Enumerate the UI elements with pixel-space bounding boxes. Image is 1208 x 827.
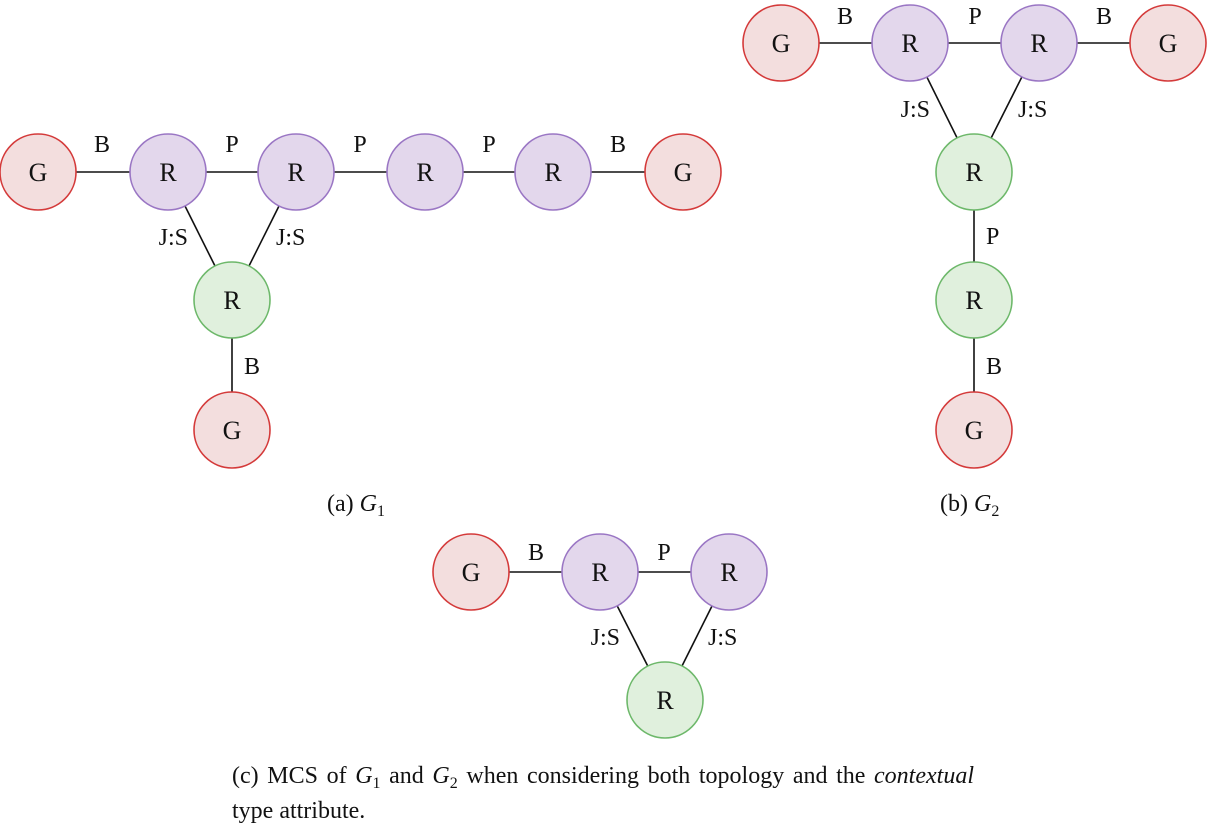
g2-node-g2n1: G bbox=[742, 4, 820, 82]
mcs-node-m4: R bbox=[626, 661, 704, 739]
g2-node-circle-g2n7 bbox=[935, 391, 1013, 469]
g2-edge-label-g2n5-g2n6: P bbox=[986, 224, 999, 250]
mcs-node-m2: R bbox=[561, 533, 639, 611]
caption-b: (b) G2 bbox=[940, 488, 999, 523]
g2-node-label-g2n4: G bbox=[1159, 29, 1178, 58]
g2-edge-label-g2n2-g2n3: P bbox=[968, 4, 981, 30]
mcs-node-circle-m3 bbox=[690, 533, 768, 611]
g1-node-g1n3: R bbox=[257, 133, 335, 211]
g1-node-label-g1n4: R bbox=[416, 158, 434, 187]
g1-node-circle-g1n8 bbox=[193, 391, 271, 469]
g1-node-circle-g1n4 bbox=[386, 133, 464, 211]
g1-node-g1n8: G bbox=[193, 391, 271, 469]
g1-node-g1n1: G bbox=[0, 133, 77, 211]
g2-node-label-g2n2: R bbox=[901, 29, 919, 58]
caption-b-sub: 2 bbox=[991, 503, 1000, 520]
caption-c-part3: when considering both topology and the bbox=[457, 763, 875, 789]
caption-c-sub2: 2 bbox=[449, 775, 458, 792]
caption-c-part1: (c) MCS of bbox=[232, 763, 356, 789]
g2-node-g2n2: R bbox=[871, 4, 949, 82]
g1-edge-label-g1n5-g1n6: B bbox=[610, 132, 626, 158]
caption-c-part2: and bbox=[380, 763, 433, 789]
g1-edge-label-g1n3-g1n7: J:S bbox=[276, 225, 305, 251]
g1-node-circle-g1n7 bbox=[193, 261, 271, 339]
g2-node-g2n6: R bbox=[935, 261, 1013, 339]
g1-node-circle-g1n5 bbox=[514, 133, 592, 211]
caption-b-var: G bbox=[973, 491, 992, 517]
g1-node-label-g1n5: R bbox=[544, 158, 562, 187]
caption-c-em: contextual bbox=[874, 763, 974, 789]
g2-edge-label-g2n1-g2n2: B bbox=[837, 4, 853, 30]
g1-edge-label-g1n2-g1n3: P bbox=[225, 132, 238, 158]
caption-c-sub1: 1 bbox=[372, 775, 381, 792]
caption-a-sub: 1 bbox=[376, 503, 385, 520]
g2-node-g2n3: R bbox=[1000, 4, 1078, 82]
g2-edge-label-g2n2-g2n5: J:S bbox=[901, 97, 930, 123]
g2-edge-label-g2n6-g2n7: B bbox=[986, 354, 1002, 380]
mcs-node-m1: G bbox=[432, 533, 510, 611]
g1-node-label-g1n7: R bbox=[223, 286, 241, 315]
g1-node-label-g1n1: G bbox=[29, 158, 48, 187]
g2-node-label-g2n6: R bbox=[965, 286, 983, 315]
mcs-node-circle-m2 bbox=[561, 533, 639, 611]
g2-node-g2n5: R bbox=[935, 133, 1013, 211]
g1-node-label-g1n6: G bbox=[674, 158, 693, 187]
g1-edge-label-g1n4-g1n5: P bbox=[482, 132, 495, 158]
g2-node-circle-g2n4 bbox=[1129, 4, 1207, 82]
mcs-node-circle-m4 bbox=[626, 661, 704, 739]
mcs-node-circle-m1 bbox=[432, 533, 510, 611]
caption-a-prefix: (a) bbox=[327, 491, 360, 517]
g2-node-circle-g2n3 bbox=[1000, 4, 1078, 82]
mcs-edge-label-m2-m3: P bbox=[657, 540, 670, 566]
g1-node-circle-g1n1 bbox=[0, 133, 77, 211]
caption-b-prefix: (b) bbox=[940, 491, 974, 517]
g1-node-g1n7: R bbox=[193, 261, 271, 339]
g1-node-g1n5: R bbox=[514, 133, 592, 211]
mcs-edge-label-m1-m2: B bbox=[528, 540, 544, 566]
g1-edge-label-g1n1-g1n2: B bbox=[94, 132, 110, 158]
caption-c-var2: G bbox=[432, 763, 450, 789]
g2-node-label-g2n3: R bbox=[1030, 29, 1048, 58]
g1-node-label-g1n3: R bbox=[287, 158, 305, 187]
g2-node-circle-g2n6 bbox=[935, 261, 1013, 339]
g2-node-circle-g2n5 bbox=[935, 133, 1013, 211]
mcs-edge-label-m2-m4: J:S bbox=[591, 625, 620, 651]
g2-node-label-g2n5: R bbox=[965, 158, 983, 187]
g2-node-g2n7: G bbox=[935, 391, 1013, 469]
g1-node-label-g1n2: R bbox=[159, 158, 177, 187]
g1-edge-label-g1n7-g1n8: B bbox=[244, 354, 260, 380]
g1-edge-label-g1n2-g1n7: J:S bbox=[159, 225, 188, 251]
caption-c: (c) MCS of G1 and G2 when considering bo… bbox=[232, 760, 974, 827]
mcs-node-label-m2: R bbox=[591, 558, 609, 587]
mcs-node-label-m4: R bbox=[656, 686, 674, 715]
g1-node-g1n4: R bbox=[386, 133, 464, 211]
g2-node-label-g2n7: G bbox=[965, 416, 984, 445]
g1-node-circle-g1n6 bbox=[644, 133, 722, 211]
caption-a-var: G bbox=[359, 491, 377, 517]
g1-node-circle-g1n2 bbox=[129, 133, 207, 211]
nodes-layer: G R R R R G R G G R R G R R G G R R R bbox=[0, 4, 1207, 739]
g2-node-g2n4: G bbox=[1129, 4, 1207, 82]
g2-node-circle-g2n1 bbox=[742, 4, 820, 82]
g1-edge-label-g1n3-g1n4: P bbox=[353, 132, 366, 158]
g2-edge-label-g2n3-g2n5: J:S bbox=[1018, 97, 1047, 123]
g1-node-label-g1n8: G bbox=[223, 416, 242, 445]
g1-node-circle-g1n3 bbox=[257, 133, 335, 211]
caption-a: (a) G1 bbox=[327, 488, 385, 523]
caption-c-part4: type attribute. bbox=[232, 797, 366, 824]
mcs-edge-label-m3-m4: J:S bbox=[708, 625, 737, 651]
mcs-node-m3: R bbox=[690, 533, 768, 611]
mcs-node-label-m1: G bbox=[462, 558, 481, 587]
g1-node-g1n6: G bbox=[644, 133, 722, 211]
g1-node-g1n2: R bbox=[129, 133, 207, 211]
g2-node-label-g2n1: G bbox=[772, 29, 791, 58]
g2-edge-label-g2n3-g2n4: B bbox=[1096, 4, 1112, 30]
caption-c-var1: G bbox=[355, 763, 373, 789]
g2-node-circle-g2n2 bbox=[871, 4, 949, 82]
mcs-node-label-m3: R bbox=[720, 558, 738, 587]
